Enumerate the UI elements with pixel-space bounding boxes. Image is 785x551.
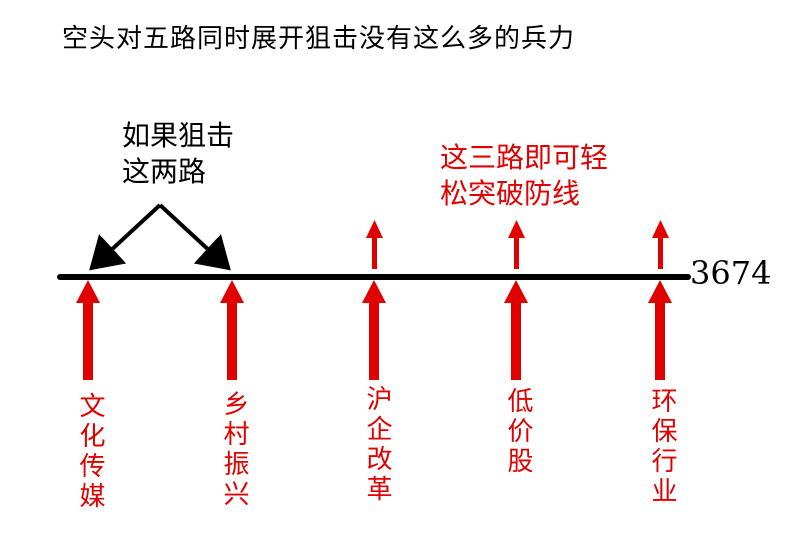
big-red-arrow-3 [362, 280, 386, 380]
big-red-arrow-1 [76, 280, 100, 380]
breakthrough-note: 这三路即可轻 松突破防线 [440, 140, 608, 212]
sector-label-1: 文化传媒 [75, 392, 105, 512]
line-value: 3674 [690, 254, 772, 292]
breakthrough-arrow-2 [508, 220, 525, 269]
sector-label-2: 乡村振兴 [219, 390, 249, 510]
breakthrough-note-line-2: 松突破防线 [440, 177, 581, 210]
sector-label-3: 沪企改革 [362, 385, 392, 505]
big-red-arrow-4 [504, 280, 528, 380]
big-red-arrow-2 [220, 280, 244, 380]
sector-label-4: 低价股 [503, 387, 533, 477]
big-red-arrow-5 [648, 280, 672, 380]
callout-note: 如果狙击 这两路 [122, 118, 234, 190]
breakthrough-note-line-1: 这三路即可轻 [440, 141, 609, 174]
breakthrough-arrow-1 [366, 220, 383, 269]
breakthrough-arrow-3 [652, 220, 669, 269]
callout-arrow-right [158, 203, 231, 271]
callout-note-line-1: 如果狙击 [122, 119, 235, 152]
callout-note-line-2: 这两路 [122, 155, 207, 188]
callout-arrow-left [89, 203, 162, 271]
sector-label-5: 环保行业 [647, 387, 677, 507]
diagram-title: 空头对五路同时展开狙击没有这么多的兵力 [62, 24, 576, 54]
